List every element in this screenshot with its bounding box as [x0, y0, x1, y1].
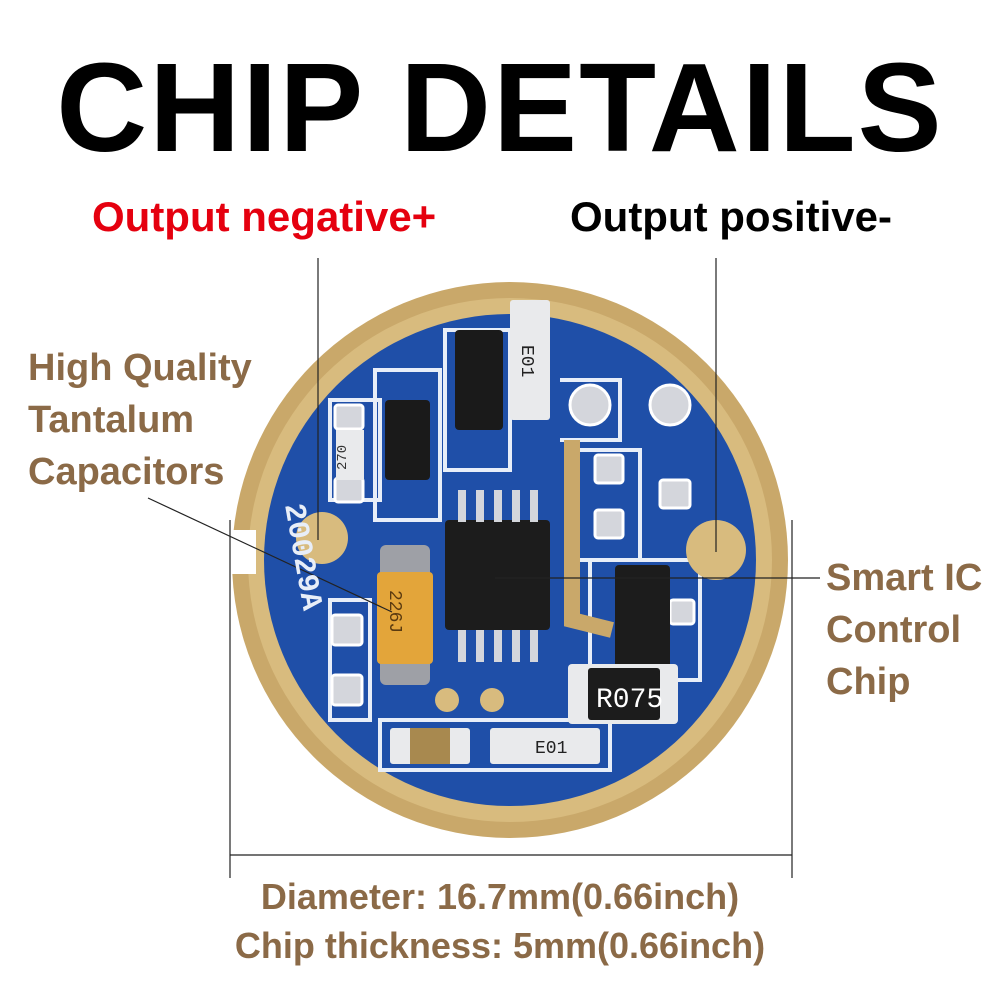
diameter-text: Diameter: 16.7mm(0.66inch) [260, 876, 740, 917]
tantalum-label-line-2: Tantalum [28, 399, 195, 441]
smart-ic-label: Smart IC Control Chip [826, 552, 982, 708]
capacitor-marking: 226J [384, 590, 404, 633]
smart-ic-label-line-3: Chip [826, 661, 911, 703]
tantalum-capacitors-label: High Quality Tantalum Capacitors [28, 342, 252, 498]
resistor-marking: R075 [596, 685, 663, 716]
e01-bottom-marking: E01 [535, 739, 567, 759]
tantalum-capacitor [377, 545, 433, 685]
tantalum-label-line-1: High Quality [28, 347, 252, 389]
thickness-text: Chip thickness: 5mm(0.66inch) [234, 925, 766, 966]
smart-ic-label-line-2: Control [826, 609, 962, 651]
resistor-270-marking: 270 [335, 445, 351, 470]
smart-ic-label-line-1: Smart IC [826, 557, 983, 599]
output-negative-label: Output negative+ [92, 193, 437, 240]
smart-ic-chip [445, 490, 550, 662]
tantalum-label-line-3: Capacitors [28, 451, 225, 493]
output-negative-pad [296, 512, 348, 564]
page-title: CHIP DETAILS [56, 37, 944, 178]
output-positive-label: Output positive- [570, 193, 892, 240]
e01-top-marking: E01 [516, 345, 536, 377]
